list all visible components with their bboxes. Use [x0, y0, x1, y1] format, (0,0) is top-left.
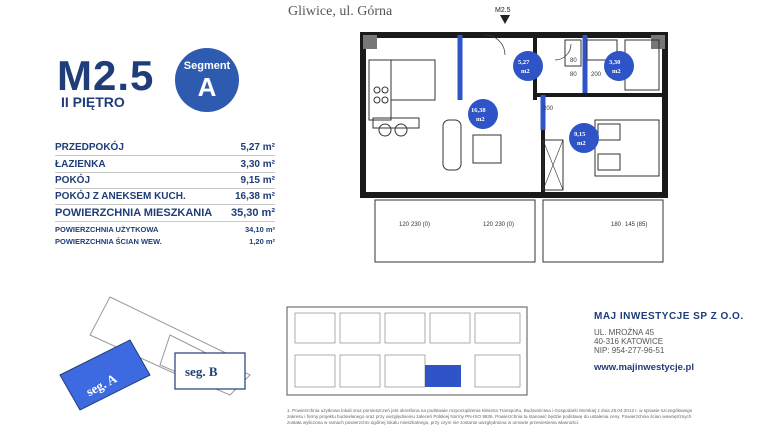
hob-icon — [373, 86, 381, 94]
entry-arrow-icon — [500, 15, 510, 24]
sofa-icon — [442, 119, 462, 171]
site-plan: seg. A seg. B — [59, 296, 251, 411]
overview-unit — [339, 312, 381, 344]
walls-area: 1,20 m² — [249, 237, 275, 246]
pillow-icon — [597, 153, 621, 171]
dim-label: 230 (0) — [495, 222, 514, 228]
overview-unit — [294, 312, 336, 344]
area-badge-bath — [604, 51, 634, 81]
room-name: ŁAZIENKA — [55, 159, 106, 170]
company-website-link[interactable]: www.majinwestycje.pl — [594, 362, 694, 373]
area-badge-bed — [569, 123, 599, 153]
dim-label: 80 — [570, 58, 577, 64]
kitchen-island — [390, 59, 436, 101]
divider — [55, 155, 275, 156]
divider — [55, 204, 275, 205]
wall-column — [651, 35, 665, 49]
hob-icon — [381, 86, 389, 94]
area-unit: m2 — [476, 116, 485, 123]
area-bed: 9,15 — [574, 131, 586, 138]
area-bath: 3,30 — [609, 59, 620, 66]
overview-unit — [294, 354, 336, 388]
room-name: POKÓJ — [55, 175, 91, 186]
room-name: POKÓJ Z ANEKSEM KUCH. — [55, 191, 186, 202]
dim-label: 120 — [399, 222, 410, 228]
dim-label: 200 — [591, 72, 602, 78]
area-unit: m2 — [521, 68, 530, 75]
outer-walls — [360, 32, 668, 198]
overview-unit — [384, 312, 426, 344]
dim-label: 200 — [543, 106, 554, 112]
segment-word: Segment — [183, 60, 231, 72]
company-street: UL. MROŹNA 45 — [594, 328, 655, 337]
overview-unit — [474, 312, 521, 344]
unit-marker: M2.5 — [495, 7, 511, 14]
divider — [55, 221, 275, 222]
door-swing — [554, 43, 572, 61]
coffee-table — [472, 134, 502, 164]
stool-icon — [394, 123, 408, 137]
company-city: 40-316 KATOWICE — [594, 337, 664, 346]
wardrobe-cross — [542, 139, 564, 191]
area-living: 16,38 — [471, 107, 486, 114]
hob-icon — [373, 96, 381, 104]
hob-icon — [381, 96, 389, 104]
dim-label: 145 (85) — [625, 222, 647, 228]
dim-label: 80 — [570, 72, 577, 78]
project-location: Gliwice, ul. Górna — [288, 4, 393, 19]
dim-label: 120 — [483, 222, 494, 228]
balcony — [374, 199, 536, 263]
floor-label: II PIĘTRO — [61, 94, 125, 110]
segment-b-shape — [174, 352, 246, 390]
footnote: 1. Powierzchnia użytkowa lokali oraz pom… — [287, 408, 693, 425]
balcony-2 — [542, 199, 664, 263]
total-area: 35,30 m² — [230, 207, 275, 219]
room-name: PRZEDPOKÓJ — [55, 142, 124, 153]
floor-overview-plan — [286, 306, 528, 396]
overview-unit — [339, 354, 381, 388]
overview-unit — [474, 354, 521, 388]
segment-b-label: seg. B — [185, 364, 218, 379]
dim-label: 180 — [611, 222, 622, 228]
wall-column — [363, 35, 377, 49]
divider — [55, 172, 275, 173]
room-area: 5,27 m² — [240, 142, 275, 153]
segment-badge — [175, 48, 239, 112]
overview-unit — [429, 312, 471, 344]
room-area: 16,38 m² — [234, 191, 275, 202]
bar-counter — [372, 117, 420, 129]
bed-icon — [594, 119, 660, 177]
area-unit: m2 — [612, 68, 621, 75]
segment-a-shape — [59, 339, 151, 411]
area-hall: 5,27 — [518, 59, 530, 66]
company-nip: NIP: 954-277-96-51 — [594, 346, 665, 355]
door-swing — [484, 34, 506, 56]
area-badge-living — [468, 99, 498, 129]
area-badge-hall — [513, 51, 543, 81]
wardrobe — [542, 139, 564, 191]
sink-icon — [586, 39, 618, 61]
wardrobe-hall — [564, 39, 582, 67]
divider — [55, 188, 275, 189]
stool-icon — [378, 123, 392, 137]
usable-name: POWIERZCHNIA UŻYTKOWA — [55, 225, 159, 234]
walls-name: POWIERZCHNIA ŚCIAN WEW. — [55, 237, 162, 246]
floor-plan: M2.5 5,27 m2 3,30 m2 16,38 m2 9,15 — [360, 7, 668, 263]
pillow-icon — [597, 123, 621, 141]
room-area: 9,15 m² — [240, 175, 275, 186]
company-name: MAJ INWESTYCJE SP Z O.O. — [594, 311, 744, 322]
unit-code: M2.5 — [57, 52, 155, 99]
segment-letter: A — [197, 72, 217, 102]
area-unit: m2 — [577, 140, 586, 147]
overview-unit — [384, 354, 426, 388]
room-area: 3,30 m² — [240, 159, 275, 170]
overview-highlight — [425, 365, 461, 387]
overview-outline — [286, 306, 528, 396]
total-name: POWIERZCHNIA MIESZKANIA — [55, 207, 213, 219]
usable-area: 34,10 m² — [244, 225, 275, 234]
dim-label: 230 (0) — [411, 222, 430, 228]
